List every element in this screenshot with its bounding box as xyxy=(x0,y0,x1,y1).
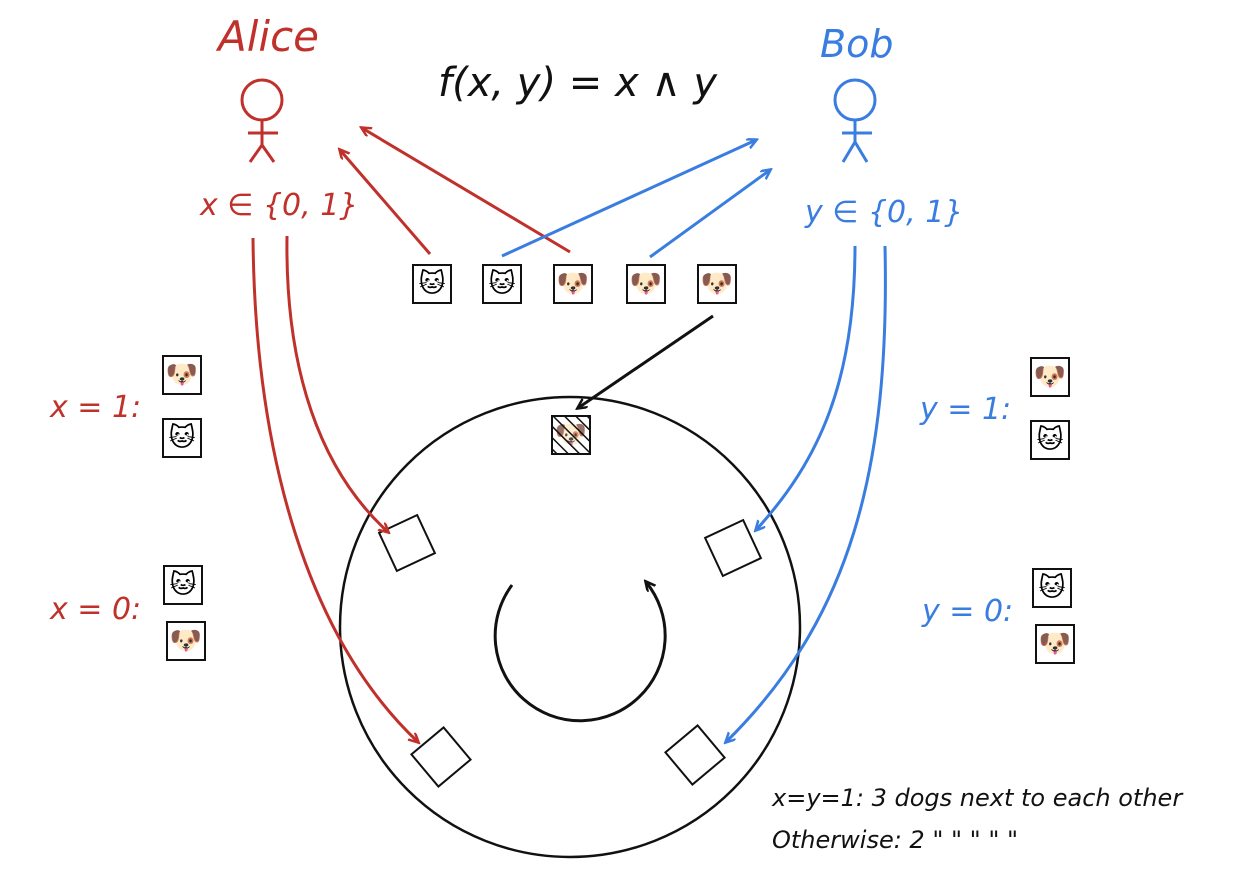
alice-name: Alice xyxy=(218,12,320,61)
encoding-y1-bottom: 🐱 xyxy=(1030,420,1070,460)
seat-slot-lower-left xyxy=(410,726,472,788)
encoding-y1-label: y = 1: xyxy=(920,392,1012,427)
note-line-1: x=y=1: 3 dogs next to each other xyxy=(772,784,1183,812)
cat-face-icon: 🐱 xyxy=(169,570,197,600)
arrow-card2-to-bob xyxy=(501,140,756,258)
alice-figure xyxy=(240,78,284,163)
arrow-card1-to-alice xyxy=(340,150,432,255)
arrow-card4-to-bob xyxy=(649,170,770,259)
cat-face-icon: 🐱 xyxy=(1036,425,1064,455)
bob-input-label: y ∈ {0, 1} xyxy=(805,195,964,230)
card-2: 🐱 xyxy=(482,264,522,304)
cat-face-icon: 🐱 xyxy=(488,269,516,299)
card-3: 🐶 xyxy=(553,264,593,304)
encoding-y0-bottom: 🐶 xyxy=(1035,624,1075,664)
dog-face-icon: 🐶 xyxy=(165,360,199,390)
alice-input-label: x ∈ {0, 1} xyxy=(200,188,359,223)
arrow-alice-to-lower-left-slot xyxy=(251,237,418,742)
cat-face-icon: 🐱 xyxy=(1038,573,1066,603)
seat-slot-upper-left xyxy=(377,513,437,573)
arrow-card3-to-alice xyxy=(362,128,571,254)
rotation-arrow xyxy=(493,582,667,723)
bob-name: Bob xyxy=(820,22,894,66)
encoding-y0-top: 🐱 xyxy=(1032,568,1072,608)
hatch-overlay xyxy=(553,417,589,453)
encoding-y1-top: 🐶 xyxy=(1030,357,1070,397)
round-table-circle xyxy=(338,395,802,859)
dog-face-icon: 🐶 xyxy=(629,269,663,299)
card-1: 🐱 xyxy=(412,264,452,304)
seat-slot-lower-right xyxy=(664,724,726,786)
encoding-x0-top: 🐱 xyxy=(163,565,203,605)
arrow-alice-to-upper-left-slot xyxy=(285,235,388,532)
hidden-card: 🐶 xyxy=(551,415,591,455)
function-label: f(x, y) = x ∧ y xyxy=(438,60,718,106)
dog-face-icon: 🐶 xyxy=(1038,629,1072,659)
encoding-x0-bottom: 🐶 xyxy=(166,621,206,661)
encoding-x1-bottom: 🐱 xyxy=(162,418,202,458)
bob-figure xyxy=(833,78,877,163)
note-line-2: Otherwise: 2 " " " " " xyxy=(772,826,1019,854)
encoding-x1-top: 🐶 xyxy=(162,355,202,395)
encoding-y0-label: y = 0: xyxy=(922,594,1014,629)
dog-face-icon: 🐶 xyxy=(1033,362,1067,392)
arrow-bob-to-lower-right-slot xyxy=(726,245,887,742)
cat-face-icon: 🐱 xyxy=(168,423,196,453)
encoding-x1-label: x = 1: xyxy=(50,390,142,425)
arrow-card5-to-center xyxy=(578,314,714,408)
encoding-x0-label: x = 0: xyxy=(50,592,142,627)
dog-face-icon: 🐶 xyxy=(556,269,590,299)
arrow-bob-to-upper-right-slot xyxy=(756,245,857,530)
seat-slot-upper-right xyxy=(703,518,763,578)
dog-face-icon: 🐶 xyxy=(700,269,734,299)
card-4: 🐶 xyxy=(626,264,666,304)
card-5: 🐶 xyxy=(697,264,737,304)
dog-face-icon: 🐶 xyxy=(169,626,203,656)
cat-face-icon: 🐱 xyxy=(418,269,446,299)
